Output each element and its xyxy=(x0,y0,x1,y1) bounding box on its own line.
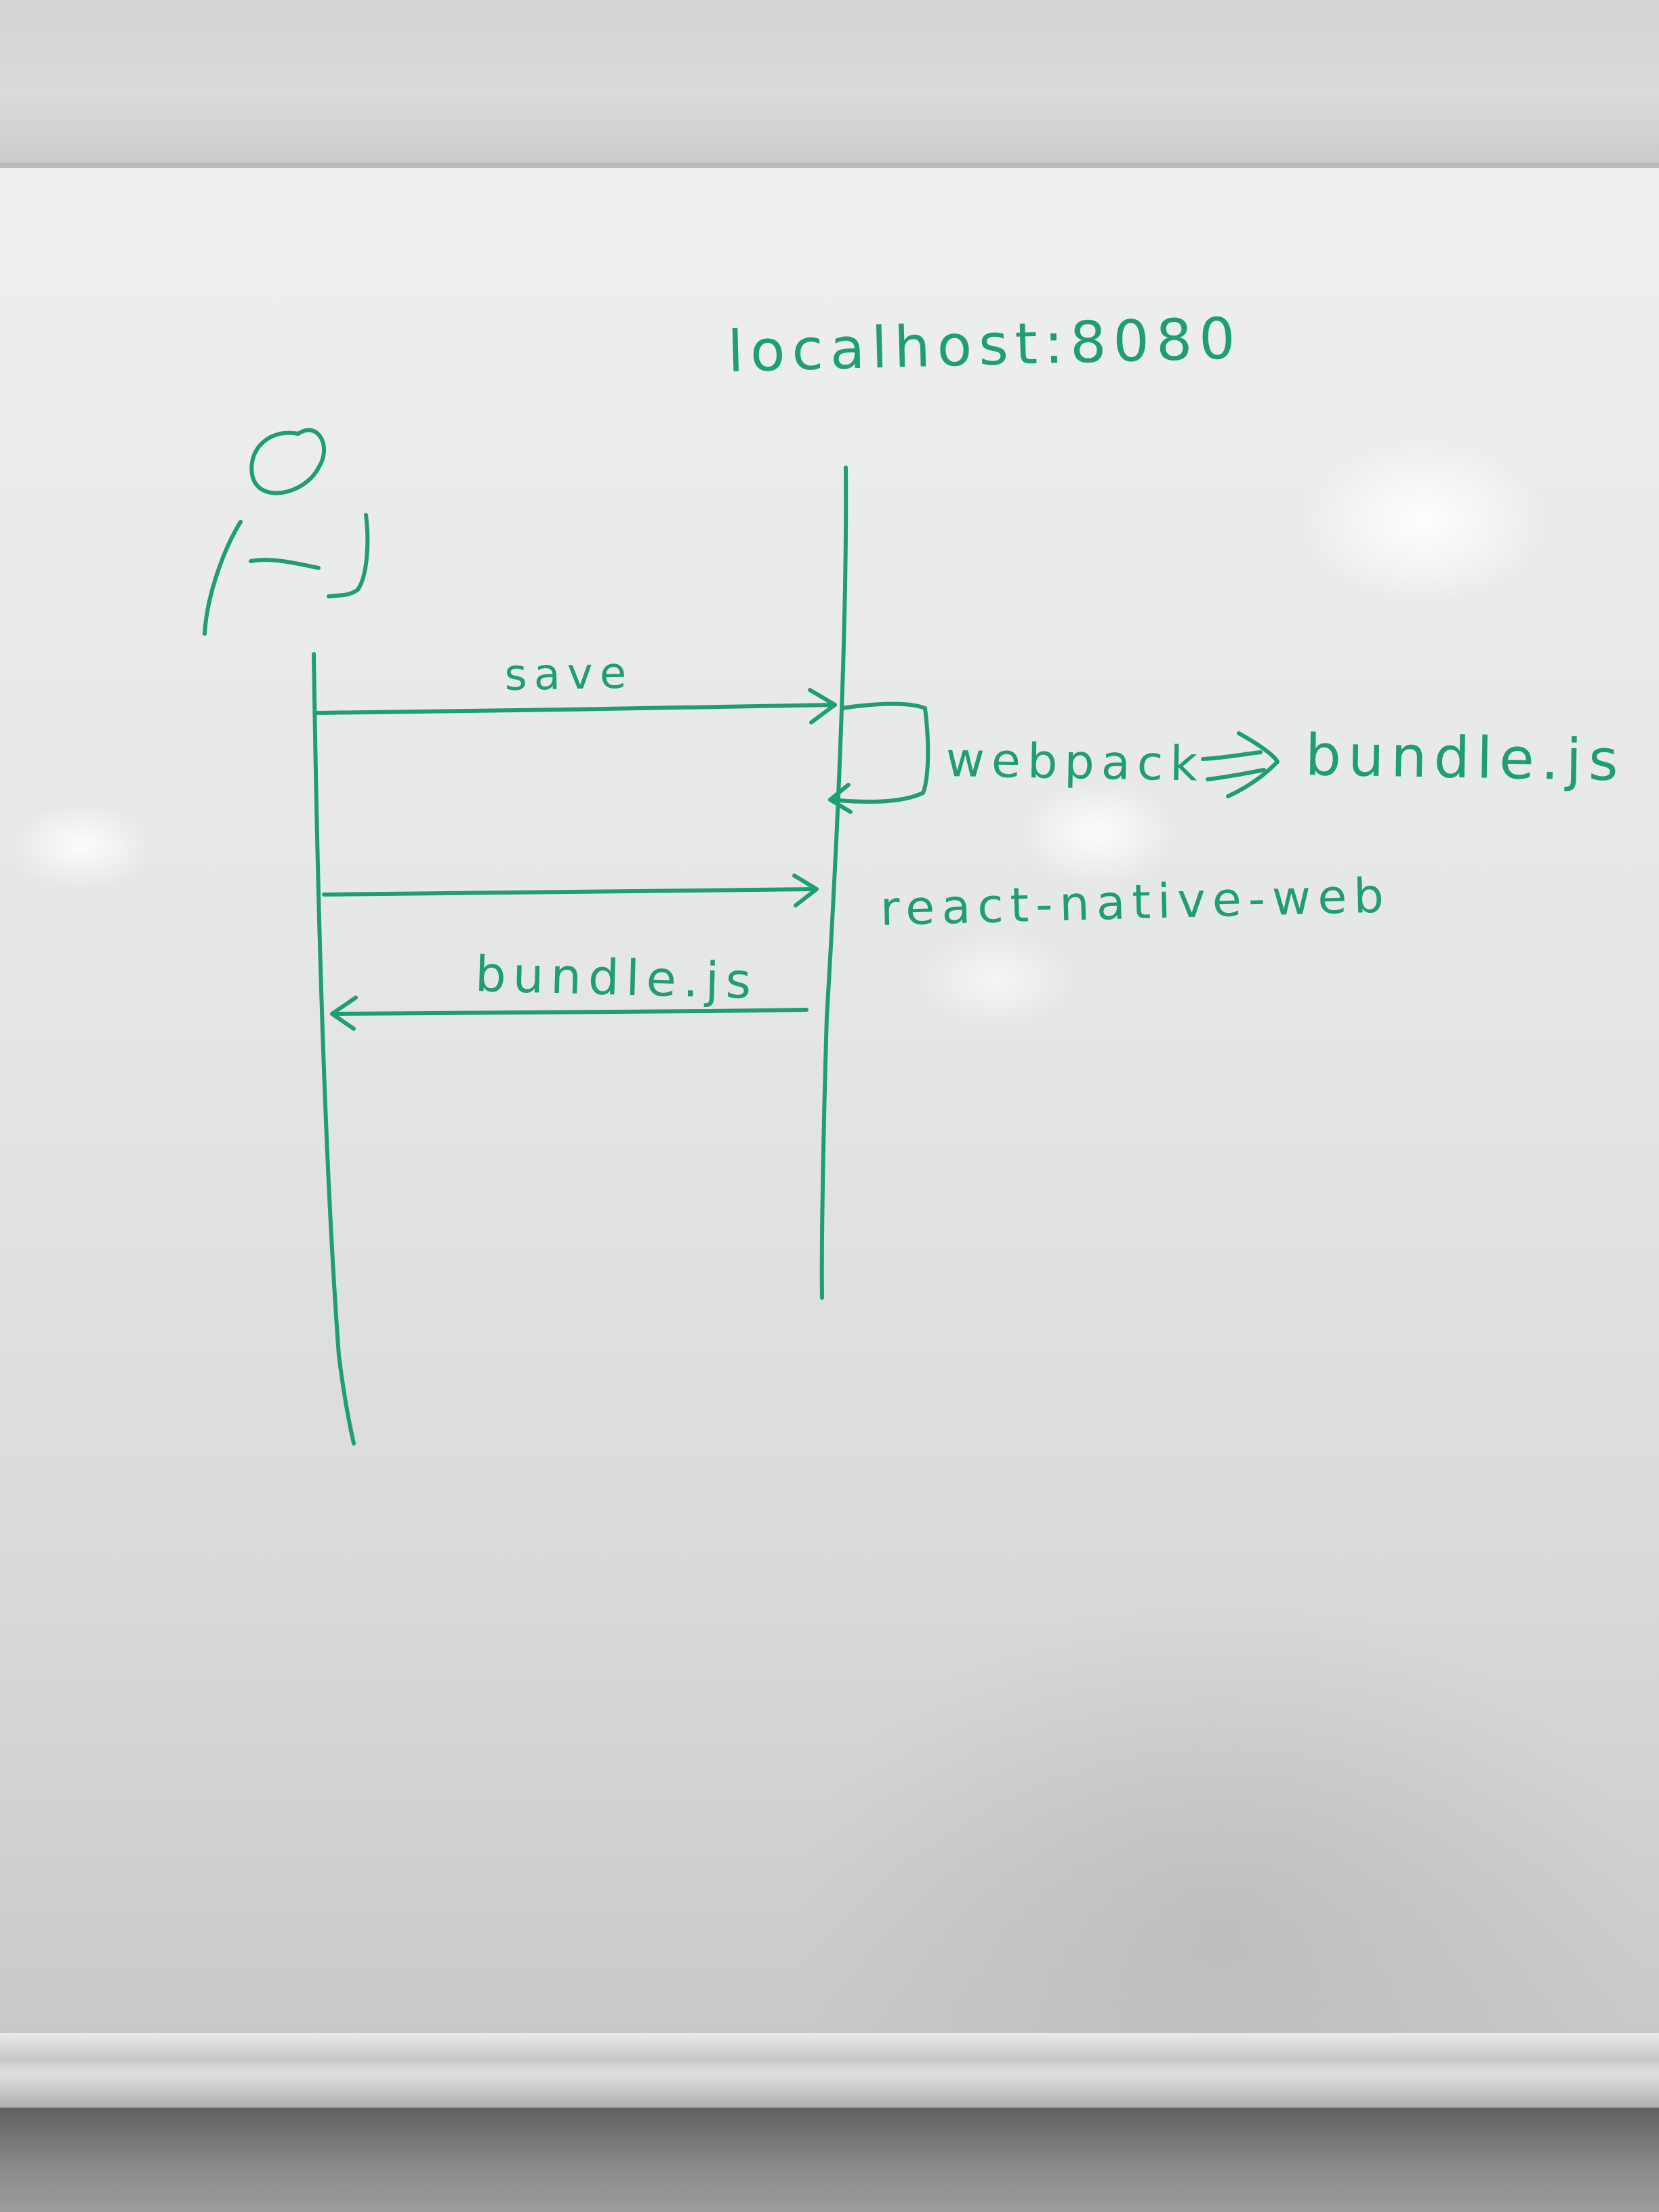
server-lifeline xyxy=(819,466,848,1300)
stick-figure-icon xyxy=(203,428,370,636)
implies-arrow-icon xyxy=(1201,731,1279,798)
message-webpack-label: webpack xyxy=(945,732,1205,792)
message-bundle-return-arrow xyxy=(330,996,808,1031)
server-participant-label: localhost:8080 xyxy=(726,305,1243,385)
user-lifeline xyxy=(312,652,356,1446)
message-react-native-web-arrow xyxy=(322,874,819,907)
message-webpack-self-arrow xyxy=(828,701,930,814)
message-save-label: save xyxy=(504,648,634,701)
marker-tray xyxy=(0,2033,1659,2108)
wall xyxy=(0,0,1659,163)
floor xyxy=(0,2108,1659,2212)
message-bundle-label: bundle.js xyxy=(474,945,759,1010)
whiteboard xyxy=(0,163,1659,2040)
message-save-arrow xyxy=(315,688,837,724)
webpack-result-label: bundle.js xyxy=(1305,722,1626,794)
